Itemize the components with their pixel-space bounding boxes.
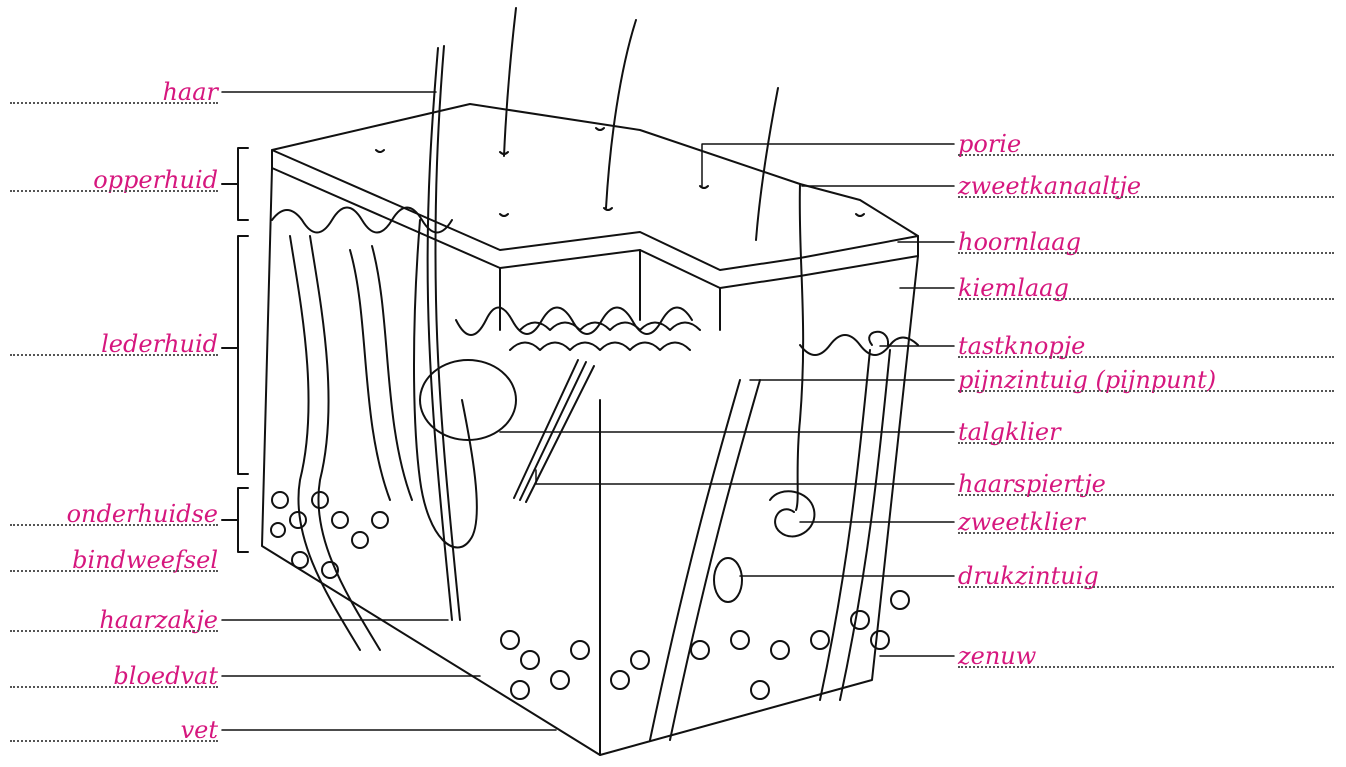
dotted-line (10, 102, 218, 104)
hair (756, 88, 778, 240)
nerve (820, 350, 870, 700)
dotted-line (958, 356, 1334, 358)
dotted-line (10, 686, 218, 688)
hair (606, 20, 636, 208)
dotted-line (958, 532, 1334, 534)
block-edge (500, 250, 720, 755)
dotted-line (10, 354, 218, 356)
dotted-line (958, 586, 1334, 588)
dotted-line (958, 494, 1334, 496)
sweat-gland (770, 491, 814, 536)
pressure-receptor (714, 558, 742, 602)
touch-receptor (869, 332, 888, 345)
dotted-line (958, 666, 1334, 668)
skin-surface (272, 104, 918, 270)
horny-layer (272, 150, 918, 288)
dotted-line (10, 570, 218, 572)
nerve (650, 380, 740, 740)
pore (376, 128, 864, 216)
arrector-muscle (514, 360, 594, 502)
dotted-line (958, 154, 1334, 156)
bracket-onderhuidse (222, 488, 248, 552)
dotted-line (10, 524, 218, 526)
dotted-line (10, 190, 218, 192)
blood-vessel (350, 250, 390, 500)
bracket-opperhuid (222, 148, 248, 220)
blood-vessel (290, 236, 360, 650)
germinal-layer (272, 208, 452, 233)
dotted-line (10, 630, 218, 632)
dotted-line (958, 442, 1334, 444)
leader-lines (222, 92, 954, 730)
hair (428, 48, 452, 620)
dotted-line (958, 196, 1334, 198)
dotted-line (10, 740, 218, 742)
dotted-line (958, 390, 1334, 392)
germinal-layer (456, 308, 692, 336)
nerve (670, 380, 760, 740)
dotted-line (958, 252, 1334, 254)
hair (435, 46, 460, 620)
dotted-line (958, 298, 1334, 300)
blood-vessel (310, 236, 380, 650)
hair (504, 8, 516, 156)
bracket-lederhuid (222, 236, 248, 474)
germinal-layer (800, 335, 918, 355)
